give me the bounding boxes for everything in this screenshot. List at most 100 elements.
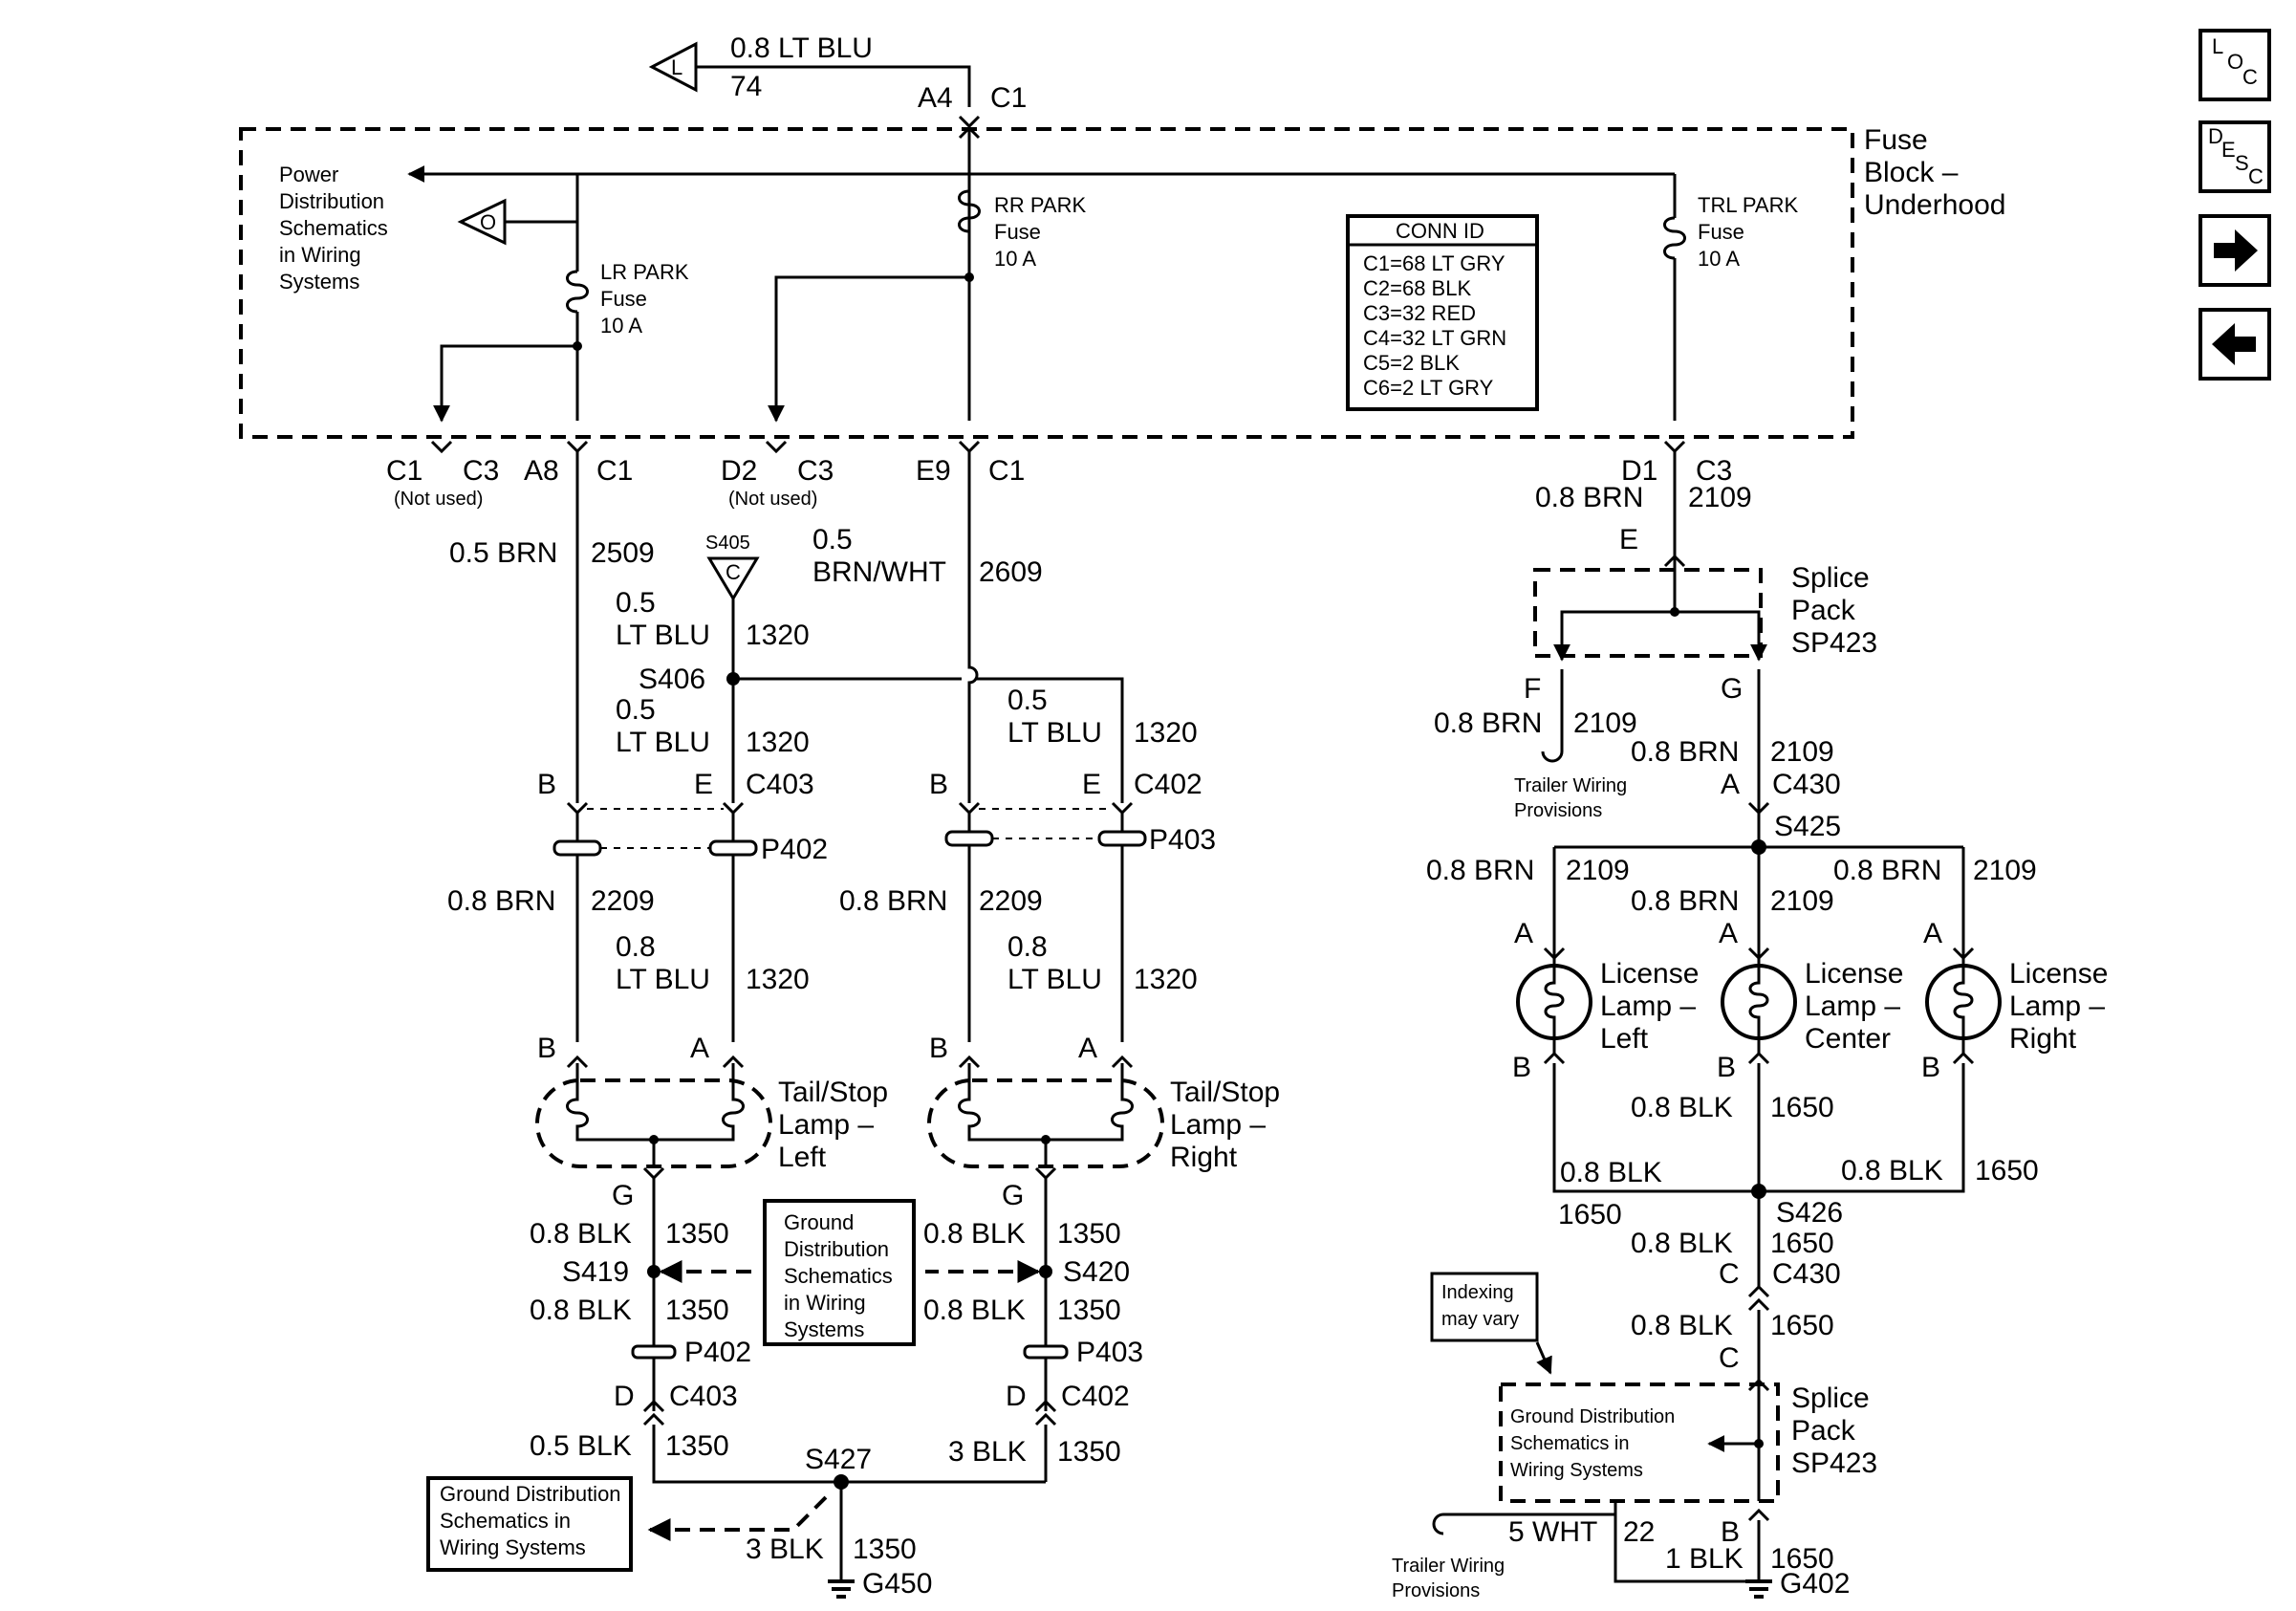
- s405-ref: C: [726, 560, 741, 584]
- lic-r-label-2: Lamp –: [2009, 991, 2105, 1022]
- lamp-left-label-2: Lamp –: [778, 1109, 874, 1141]
- lic-r-pin-b: B: [1921, 1052, 1940, 1083]
- s426-label: S426: [1776, 1197, 1843, 1229]
- arrow-right-icon: [2214, 229, 2258, 272]
- lic-l-pin-b: B: [1512, 1052, 1531, 1083]
- not-used-d2: (Not used): [728, 489, 817, 510]
- g450-label: G450: [862, 1568, 932, 1600]
- c1350-left-2: 1350: [665, 1295, 729, 1326]
- c1320-b: 1320: [746, 727, 810, 758]
- w1650-s426: 0.8 BLK: [1631, 1228, 1733, 1259]
- gnd-ref2-3: Wiring Systems: [440, 1535, 586, 1559]
- top-circuit-label: 74: [730, 71, 762, 102]
- splice-bottom-3: SP423: [1791, 1448, 1877, 1479]
- gnd-ref-right-1: Ground Distribution: [1510, 1406, 1675, 1427]
- license-lamp-center-icon: [1721, 958, 1797, 1054]
- out-a8: A8: [524, 455, 559, 487]
- splice-top-2: Pack: [1791, 595, 1856, 626]
- w2509-label: 0.5 BRN: [449, 537, 557, 569]
- w3blk-ground: 3 BLK: [746, 1534, 824, 1565]
- lic-r-label-1: License: [2009, 958, 2108, 990]
- previous-page-button[interactable]: [2199, 308, 2271, 381]
- conn-id-line-1: C1=68 LT GRY: [1363, 251, 1505, 275]
- output-connectors: C1 C3 (Not used) A8 C1 D2 C3 (Not used) …: [386, 440, 1732, 510]
- lamp-right-label-3: Right: [1170, 1142, 1238, 1173]
- location-button[interactable]: L O C: [2199, 29, 2271, 101]
- w2609-1: 0.5: [812, 524, 853, 555]
- fuse-rr-1: RR PARK: [994, 193, 1086, 217]
- fuse-trl-2: Fuse: [1698, 220, 1744, 244]
- c1320-a: 1320: [746, 620, 810, 651]
- ground-g402-icon: [1745, 1579, 1772, 1599]
- lamp-right-pin-a: A: [1078, 1033, 1097, 1064]
- p403-label-bottom: P403: [1076, 1337, 1143, 1368]
- p402-label-bottom: P402: [684, 1337, 751, 1368]
- out-c3-left: C3: [463, 455, 499, 487]
- c1650-left: 1650: [1558, 1199, 1622, 1230]
- w2109-c: 0.8 BRN: [1631, 885, 1739, 917]
- fuse-lr-3: 10 A: [600, 314, 642, 337]
- c2209-left: 2209: [591, 885, 655, 917]
- indexing-1: Indexing: [1441, 1282, 1514, 1303]
- license-lamp-circuits: 0.8 BRN 2109 E Splice Pack SP423 F 0.8 B…: [1392, 451, 2108, 1601]
- power-ref-1: Power: [279, 163, 338, 186]
- splice-bottom-1: Splice: [1791, 1382, 1870, 1414]
- w08-left-2: LT BLU: [616, 964, 710, 995]
- fuse-rr-3: 10 A: [994, 247, 1036, 271]
- out-c1-e9: C1: [988, 455, 1025, 487]
- top-feed: L 0.8 LT BLU 74 A4 C1: [648, 33, 1027, 140]
- gnd-ref-3: Schematics: [784, 1264, 893, 1288]
- gnd-ref-4: in Wiring: [784, 1291, 866, 1315]
- out-e9: E9: [916, 455, 951, 487]
- g402-label: G402: [1780, 1568, 1850, 1600]
- license-lamp-left-icon: [1516, 958, 1592, 1054]
- fuse-trl-1: TRL PARK: [1698, 193, 1798, 217]
- fuse-lr-1: LR PARK: [600, 260, 689, 284]
- c402-pin-e: E: [1082, 769, 1101, 800]
- ref-flag-o-letter: O: [480, 210, 496, 234]
- splice-top-3: SP423: [1791, 627, 1877, 659]
- c2209-right: 2209: [979, 885, 1043, 917]
- c403-pin-d: D: [614, 1381, 635, 1412]
- fuse-rr-2: Fuse: [994, 220, 1041, 244]
- c1350-right-3: 1350: [1057, 1436, 1121, 1468]
- lic-l-pin-a: A: [1514, 918, 1533, 949]
- s420-node: [1039, 1265, 1052, 1278]
- c1320-c: 1320: [1134, 717, 1198, 749]
- lic-c-pin-b: B: [1717, 1052, 1736, 1083]
- lic-l-label-1: License: [1600, 958, 1699, 990]
- w1650-center: 0.8 BLK: [1631, 1092, 1733, 1123]
- svg-text:S: S: [2235, 151, 2249, 175]
- conn-id-line-4: C4=32 LT GRN: [1363, 326, 1506, 350]
- power-ref-4: in Wiring: [279, 243, 361, 267]
- lamp-left-label-3: Left: [778, 1142, 827, 1173]
- ref-flag-l-letter: L: [671, 55, 682, 79]
- c403-label-bottom: C403: [669, 1381, 738, 1412]
- description-button[interactable]: D E S C: [2199, 120, 2271, 193]
- c402-label-bottom: C402: [1061, 1381, 1130, 1412]
- lamp-right-label-2: Lamp –: [1170, 1109, 1266, 1141]
- out-c3-d1: C3: [1696, 455, 1732, 487]
- lic-c-label-1: License: [1805, 958, 1903, 990]
- next-page-button[interactable]: [2199, 214, 2271, 287]
- svg-text:C: C: [2242, 65, 2258, 89]
- fuse-block-label-3: Underhood: [1864, 189, 2005, 221]
- w2109-f: 0.8 BRN: [1434, 708, 1542, 739]
- fuse-block-label-2: Block –: [1864, 157, 1959, 188]
- trailer-top-2: Provisions: [1514, 800, 1602, 821]
- c1350-ground: 1350: [853, 1534, 917, 1565]
- w1320-c1: 0.5: [1007, 685, 1048, 716]
- c2109-l: 2109: [1566, 855, 1630, 886]
- conn-id-line-3: C3=32 RED: [1363, 301, 1476, 325]
- lamp-left-pin-b: B: [537, 1033, 556, 1064]
- w08blk-right-2: 0.8 BLK: [923, 1295, 1026, 1326]
- w2209-right: 0.8 BRN: [839, 885, 947, 917]
- fuse-lr-2: Fuse: [600, 287, 647, 311]
- c2109-top: 2109: [1688, 482, 1752, 513]
- s406-label: S406: [639, 664, 705, 695]
- power-ref-5: Systems: [279, 270, 359, 294]
- sp-pin-c: C: [1719, 1342, 1740, 1374]
- c1320-d: 1320: [746, 964, 810, 995]
- s405-label: S405: [705, 533, 750, 554]
